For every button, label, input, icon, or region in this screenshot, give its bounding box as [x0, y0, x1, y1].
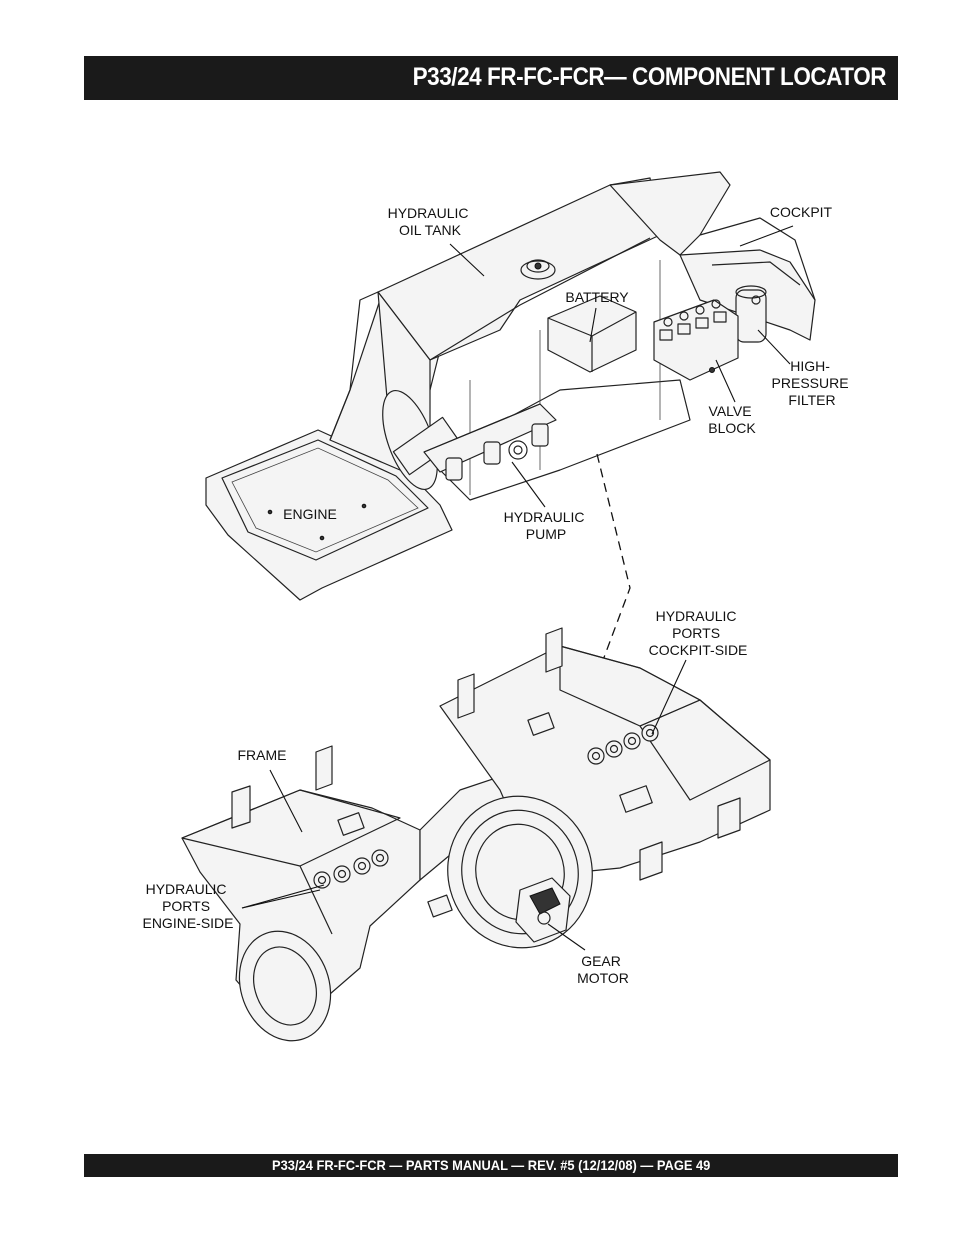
header-bar: P33/24 FR-FC-FCR— COMPONENT LOCATOR [84, 56, 898, 100]
leader-ports-engine-1 [241, 884, 325, 909]
footer-bar: P33/24 FR-FC-FCR — PARTS MANUAL — REV. #… [84, 1154, 898, 1177]
label-engine: ENGINE [283, 506, 337, 522]
label-battery: BATTERY [565, 289, 629, 305]
upper-chassis-drawing [205, 171, 816, 601]
leader-cockpit [739, 225, 794, 247]
leader-hydraulic-pump [511, 461, 546, 508]
label-hydraulic-ports-engine-side: HYDRAULIC PORTS ENGINE-SIDE [142, 881, 233, 931]
leader-hp-filter [757, 329, 791, 365]
leader-valve-block [715, 359, 736, 403]
page-title: P33/24 FR-FC-FCR— COMPONENT LOCATOR [412, 63, 887, 91]
leader-battery [589, 307, 597, 343]
label-gear-motor: GEAR MOTOR [577, 953, 629, 986]
leader-oil-tank [449, 243, 485, 277]
label-valve-block: VALVE BLOCK [708, 403, 756, 436]
label-hydraulic-pump: HYDRAULIC PUMP [504, 509, 589, 542]
label-hydraulic-oil-tank: HYDRAULIC OIL TANK [388, 205, 473, 238]
leader-lines [241, 225, 794, 951]
leader-ports-engine-2 [241, 889, 321, 909]
leader-ports-cockpit [651, 659, 687, 735]
page-footer: P33/24 FR-FC-FCR — PARTS MANUAL — REV. #… [271, 1157, 711, 1173]
label-frame: FRAME [238, 747, 287, 763]
leader-gear-motor [547, 923, 586, 951]
label-hydraulic-ports-cockpit-side: HYDRAULIC PORTS COCKPIT-SIDE [649, 608, 748, 658]
leader-frame [269, 769, 303, 833]
lower-frame-drawing [181, 627, 771, 1042]
label-cockpit: COCKPIT [770, 204, 833, 220]
label-high-pressure-filter: HIGH- PRESSURE FILTER [772, 358, 853, 408]
